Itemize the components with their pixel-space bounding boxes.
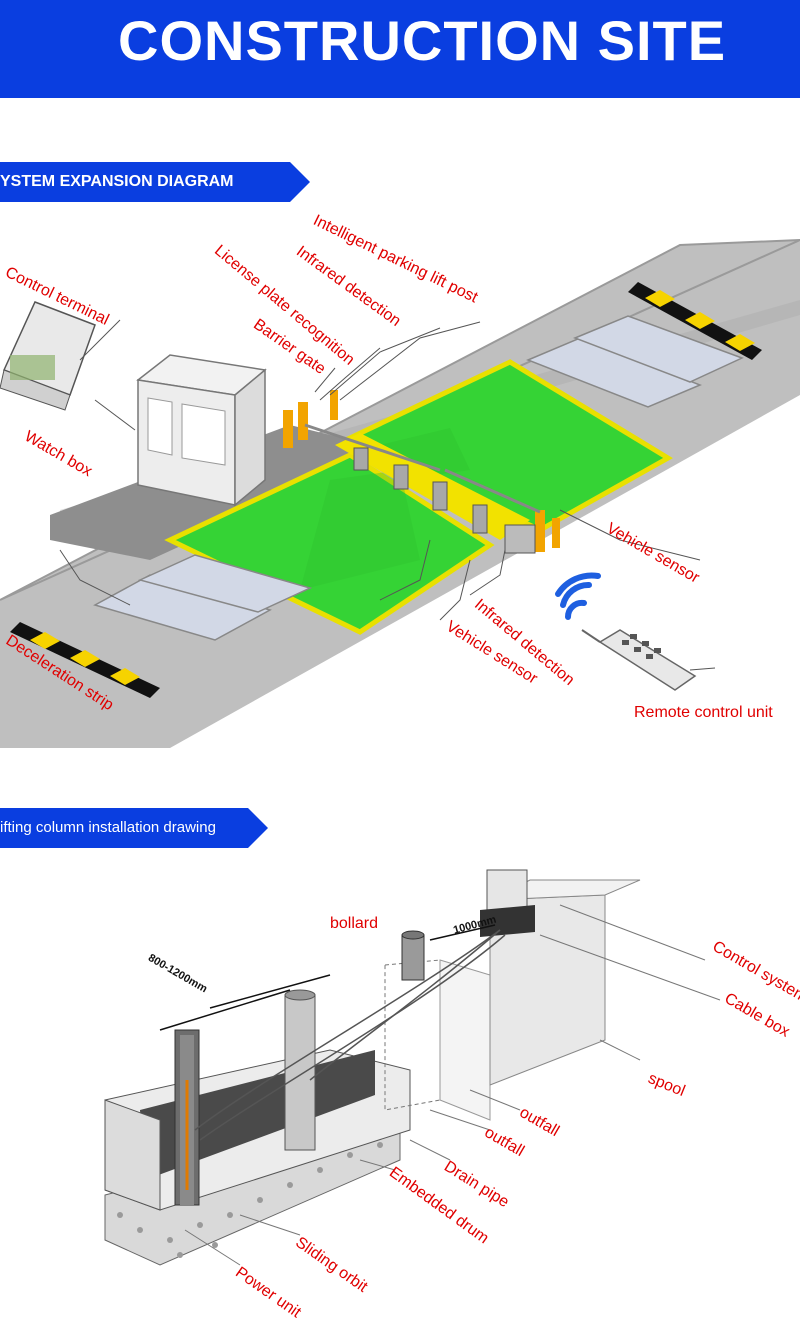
label-bollard: bollard — [330, 915, 378, 933]
control-system-box — [487, 870, 527, 910]
